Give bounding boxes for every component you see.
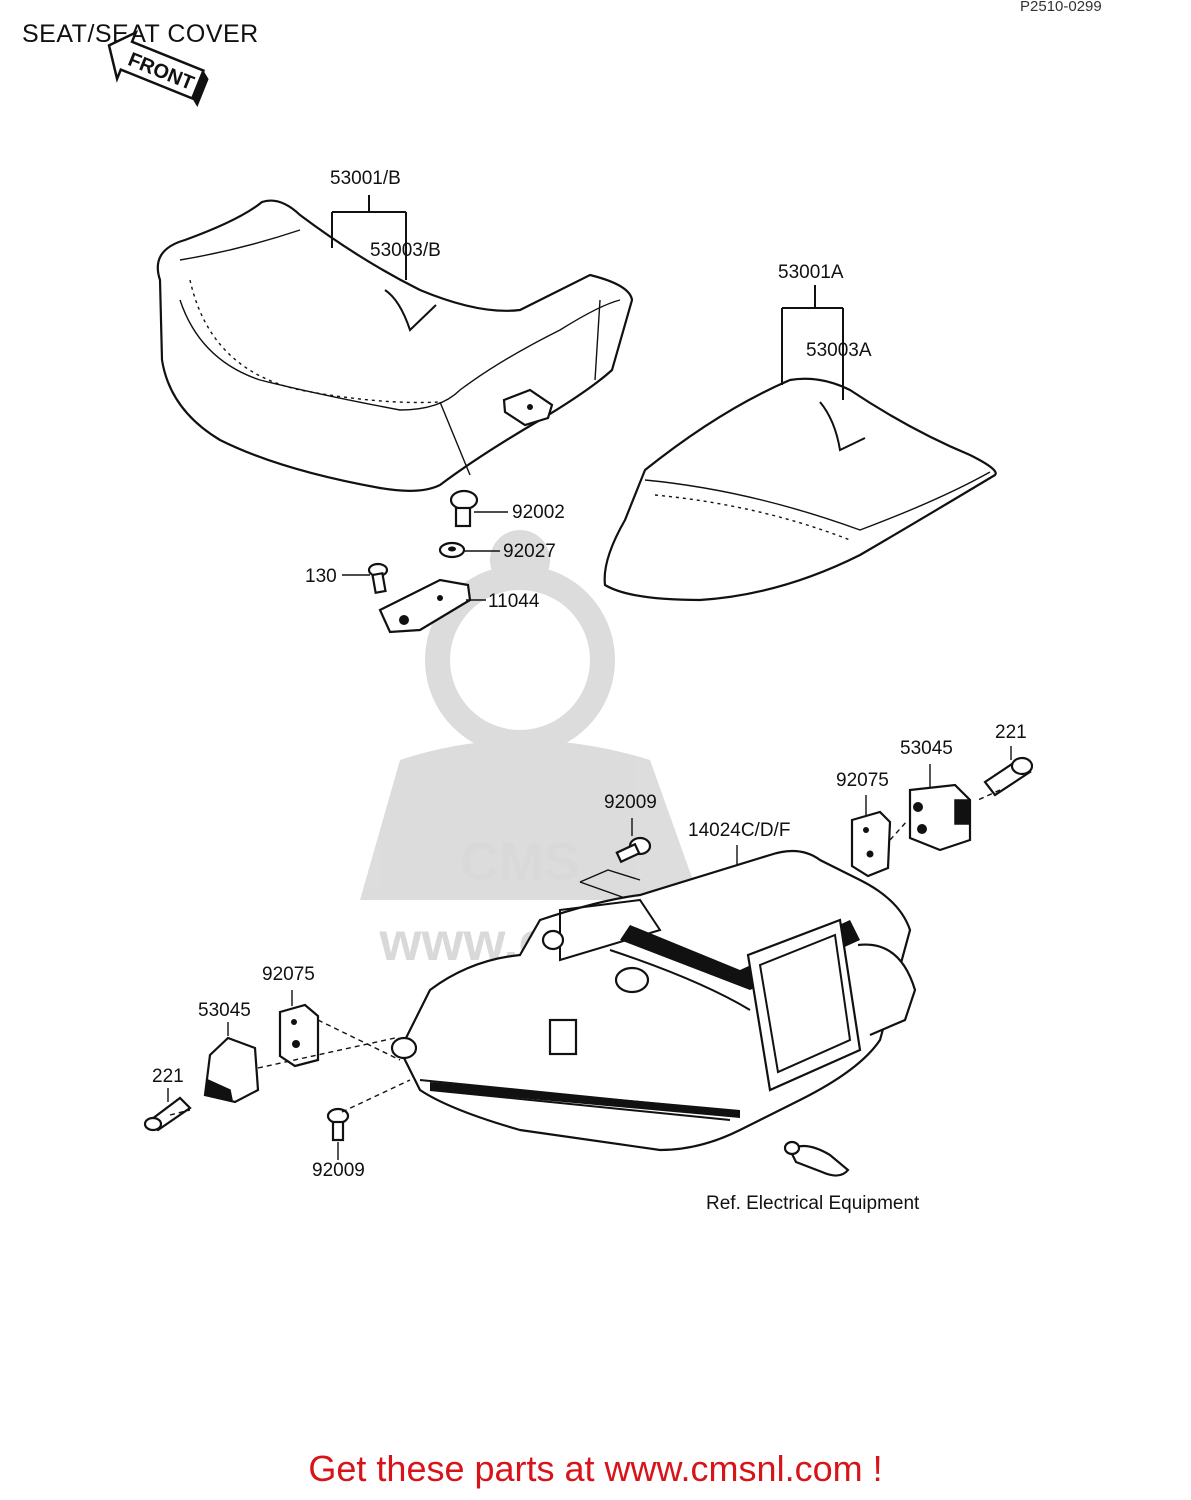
watermark-mascot-cap-icon <box>490 530 550 590</box>
label-92027: 92027 <box>503 541 556 562</box>
label-221-left: 221 <box>152 1066 184 1087</box>
label-53003A: 53003A <box>806 340 872 361</box>
diagram-reference-code: P2510-0299 <box>1020 0 1102 15</box>
label-92002: 92002 <box>512 502 565 523</box>
label-53003B: 53003/B <box>370 240 441 261</box>
label-14024CDF: 14024C/D/F <box>688 820 790 841</box>
label-130: 130 <box>305 566 337 587</box>
label-53045-right: 53045 <box>900 738 953 759</box>
footer-cta[interactable]: Get these parts at www.cmsnl.com ! <box>308 1448 883 1489</box>
label-221-right: 221 <box>995 722 1027 743</box>
watermark-mascot-face-icon <box>450 590 590 730</box>
reference-note: Ref. Electrical Equipment <box>706 1193 920 1214</box>
front-seat <box>156 199 634 492</box>
label-53045-left: 53045 <box>198 1000 251 1021</box>
label-92009-upper: 92009 <box>604 792 657 813</box>
seat-lock-hardware <box>367 489 479 634</box>
label-11044: 11044 <box>488 591 540 612</box>
label-92009-lower: 92009 <box>312 1160 365 1181</box>
watermark-mascot-body-icon <box>360 740 700 900</box>
rear-seat <box>603 377 997 602</box>
label-92075-right: 92075 <box>836 770 889 791</box>
watermark-logo: CMS <box>460 832 580 892</box>
label-53001B: 53001/B <box>330 168 401 189</box>
right-mount-parts <box>850 756 1034 878</box>
page-title: SEAT/SEAT COVER <box>22 20 259 48</box>
leader-lines <box>167 195 1012 1160</box>
seat-cover-assembly <box>390 849 917 1152</box>
front-arrow-icon: FRONT <box>107 29 209 107</box>
label-53001A: 53001A <box>778 262 844 283</box>
left-mount-parts <box>143 836 850 1177</box>
label-92075-left: 92075 <box>262 964 315 985</box>
part-labels: 53001/B 53003/B 53001A 53003A 92002 9202… <box>152 168 1027 1214</box>
